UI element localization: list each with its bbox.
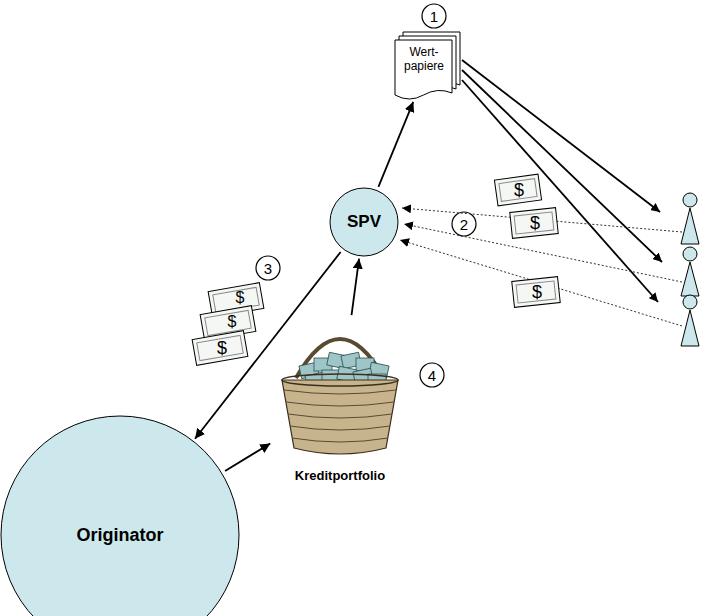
bill	[510, 208, 558, 239]
basket-weave	[286, 402, 394, 406]
bills-payment	[494, 174, 560, 307]
originator-circle: Originator	[0, 415, 240, 616]
bill-frame	[197, 335, 243, 360]
bill-body	[192, 331, 248, 366]
node-outline	[0, 415, 240, 616]
callout-number: 1	[430, 9, 438, 24]
security-arrows	[462, 60, 662, 302]
callout-circle	[256, 256, 280, 280]
callout-number: 4	[428, 368, 436, 383]
dollar-sign: $	[217, 339, 227, 357]
callout-circle	[452, 212, 476, 236]
callout-number: 3	[264, 261, 272, 276]
circle-outline	[330, 188, 398, 256]
bill-frame	[205, 310, 251, 335]
basket-weave	[284, 390, 396, 394]
investor-body	[681, 262, 699, 296]
dollar-sign: $	[236, 290, 245, 306]
dollar-sign: $	[530, 214, 540, 232]
node-label: Originator	[76, 525, 163, 546]
investor-body	[681, 310, 699, 346]
dollar-sign: $	[514, 181, 524, 199]
sale-arrow	[462, 80, 658, 302]
flow-arrow	[352, 259, 360, 315]
node-outline	[272, 318, 408, 484]
securities-document: Wert- papiere	[395, 32, 461, 100]
dollar-sign: $	[532, 283, 542, 301]
investor-icons	[681, 193, 699, 346]
bill-frame	[499, 179, 537, 202]
bill-body	[510, 208, 558, 239]
sale-arrow	[462, 60, 660, 212]
bill-body	[512, 277, 560, 308]
investor-head	[683, 295, 697, 309]
basket-weave	[288, 414, 392, 418]
bill	[494, 174, 541, 206]
basket-weave	[290, 426, 390, 430]
basket-rim	[282, 374, 398, 386]
callout-circle	[422, 4, 446, 28]
flow-arrow	[225, 443, 270, 471]
callout-number: 2	[460, 217, 468, 232]
flow-arrow	[378, 102, 413, 187]
callout-circle	[420, 363, 444, 387]
bill	[192, 331, 248, 366]
credit-portfolio: Kreditportfolio	[272, 318, 408, 484]
basket-picture	[282, 339, 398, 454]
investor-head	[683, 193, 697, 207]
node-label: Kreditportfolio	[295, 469, 385, 484]
bills-purchase-price	[192, 283, 264, 366]
node-label: Wert- papiere	[402, 46, 454, 74]
basket-weave	[292, 438, 388, 442]
investor-body	[681, 208, 699, 244]
basket-body	[282, 380, 398, 454]
payment-lines	[400, 208, 682, 326]
bill-body	[494, 174, 541, 206]
spv-circle: SPV	[329, 187, 399, 257]
bill	[512, 277, 560, 308]
sale-arrow	[462, 70, 662, 262]
bill-frame	[514, 212, 554, 234]
callout-circles	[256, 4, 476, 387]
dollar-sign: $	[228, 314, 237, 330]
investor-head	[683, 247, 697, 261]
node-label: SPV	[347, 212, 381, 232]
bill-frame	[516, 281, 556, 303]
payment-line	[400, 240, 682, 326]
circle-outline	[1, 416, 239, 616]
